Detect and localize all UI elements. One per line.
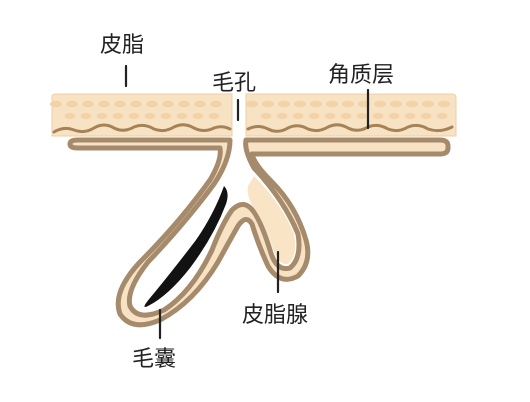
- corneum-line-left: [52, 123, 232, 134]
- sebum-dot: [98, 100, 110, 108]
- sebum-dot: [438, 100, 450, 108]
- sebum-dot: [356, 113, 368, 119]
- sebum-dot: [194, 100, 206, 108]
- sebum-dot: [64, 113, 76, 119]
- sebum-dot: [114, 100, 126, 108]
- sebum-dots: [50, 100, 450, 119]
- sebum-dot: [324, 113, 336, 119]
- sebum-dot: [96, 113, 108, 119]
- sebum-dot: [50, 100, 62, 108]
- hair-icon: [144, 186, 228, 307]
- sebum-dot: [160, 113, 172, 119]
- sebum-dot: [308, 113, 320, 119]
- sebum-dot: [422, 100, 434, 108]
- follicle-body: [67, 137, 451, 328]
- sebum-dot: [178, 100, 190, 108]
- sebum-dot: [404, 113, 416, 119]
- sebum-label: 皮脂: [100, 33, 144, 58]
- sebum-dot: [162, 100, 174, 108]
- sebum-dot: [128, 113, 140, 119]
- sebum-dot: [436, 113, 448, 119]
- sebum-dot: [326, 100, 338, 108]
- sebum-dot: [144, 113, 156, 119]
- sebum-dot: [66, 100, 78, 108]
- sebum-dot: [278, 100, 290, 108]
- sebum-dot: [260, 113, 272, 119]
- stratum-corneum-label: 角质层: [328, 63, 394, 88]
- sebum-dot: [246, 100, 258, 108]
- sebum-dot: [112, 113, 124, 119]
- sebum-dot: [292, 113, 304, 119]
- sebum-dot: [130, 100, 142, 108]
- sebum-dot: [342, 100, 354, 108]
- sebum-dot: [82, 100, 94, 108]
- sebum-dot: [372, 113, 384, 119]
- sebum-dot: [310, 100, 322, 108]
- sebum-dot: [420, 113, 432, 119]
- sebum-dot: [210, 100, 222, 108]
- sebum-dot: [340, 113, 352, 119]
- sebaceous-gland-label: 皮脂腺: [242, 303, 308, 328]
- corneum-line-right: [246, 123, 454, 133]
- pore-label: 毛孔: [212, 71, 256, 96]
- sebum-dot: [374, 100, 386, 108]
- sebum-dot: [176, 113, 188, 119]
- sebum-dot: [146, 100, 158, 108]
- sebum-dot: [192, 113, 204, 119]
- sebum-dot: [294, 100, 306, 108]
- sebum-dot: [388, 113, 400, 119]
- hair-follicle-label: 毛囊: [132, 347, 176, 372]
- sebum-dot: [276, 113, 288, 119]
- sebum-dot: [262, 100, 274, 108]
- stratum-corneum-lines: [52, 123, 454, 134]
- sebum-dot: [406, 100, 418, 108]
- sebum-dot: [80, 113, 92, 119]
- sebum-dot: [208, 113, 220, 119]
- sebum-dot: [390, 100, 402, 108]
- sebaceous-gland: [247, 176, 296, 265]
